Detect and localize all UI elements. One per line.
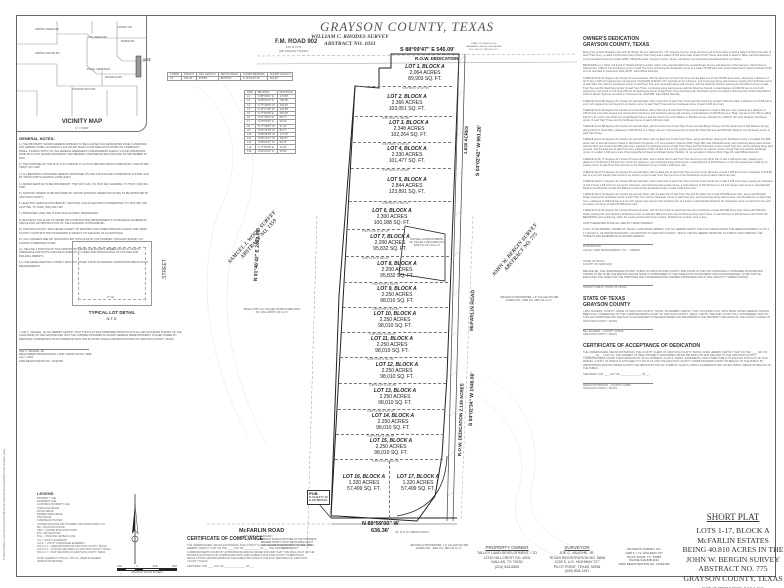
north-boundary-bearing: S 88°09'47" E 545.09' [400,47,455,53]
legend: LEGEND PROPERTY LINE EASEMENT LINE ADJOI… [37,491,111,563]
adjoiner-sm-ranch: SM RANCH PROPERTIES, L.P. CALLED 215.288… [500,296,558,303]
judge-text: I, BILL MAGERS, COUNTY JUDGE OF GRAYSON … [583,309,771,323]
file-path-stamp: P:\2023\Talley Land Development\McFarlin… [2,449,6,560]
surveyor-certification: I, JOE C. VAUGHN, JR. DO HEREBY CERTIFY … [19,331,182,363]
typical-lot-title: TYPICAL LOT DETAIL [88,310,136,315]
pob-box: POB N:7241977.20 E:2478008.81 [307,490,330,505]
vicinity-map-roads-icon [17,21,147,116]
property-owner-block: PROPERTY OWNER TALLEY LAND DEVELOPMENT, … [477,545,537,569]
county-title: GRAYSON COUNTY, TEXAS [319,19,495,34]
scale-bar-icon [117,568,177,571]
fm-road-902-label: F.M. ROAD 902 [275,39,318,45]
adjoiner-sm-ranch-south: SM RANCH PROPERTIES, L.P. CALLED 215.288… [410,544,468,551]
south-boundary-bearing: N 89°59'00" W [362,521,399,527]
notary-text: BEFORE ME, THE UNDERSIGNED NOTARY PUBLIC… [583,269,764,280]
notary-state: STATE OF TEXAS [583,259,605,263]
north-arrow-icon [131,494,139,564]
plat-sheet: SPRING CREEK RD HOG CREEK RD CORLEY RD B… [16,15,784,588]
acceptance-text: THE UNDERSIGNED, DEANA PATTERSON, THE CO… [583,350,772,370]
adjoiner-tomanetz: TOMANETZ, MARIAN TRUSTEE OF THE TOMANETZ… [257,538,317,550]
judge-state: STATE OF TEXAS [583,295,626,302]
acceptance-title: CERTIFICATE OF ACCEPTANCE OF DEDICATION [583,342,701,349]
vicinity-map-scale: 1" = 5000' [75,126,89,130]
compliance-title: CERTIFICATE OF COMPLIANCE [187,536,264,542]
compliance-text: THE UNDERSIGNED, DEANA PATTERSON, THE CO… [187,544,315,564]
south-boundary-distance: 636.36' [371,528,390,534]
owners-dedication: OWNER'S DEDICATION GRAYSON COUNTY, TEXAS… [583,36,773,390]
graphic-scale: 100 0 100 200 GRAPHIC SCALE IN FEET [117,564,177,574]
mcfarlin-road-label: McFARLIN ROAD [239,528,285,534]
vicinity-map: SPRING CREEK RD HOG CREEK RD CORLEY RD B… [17,16,151,132]
plat-boundary-drawing [196,53,578,557]
adjoiner-mole: MOLE 13787 LLC CALLED 78.065 ACRES INST.… [243,308,301,315]
survey-title: WILLIAM C. RHODES SURVEY ABSTRACT NO. 10… [311,34,389,47]
typical-lot-detail: 5' U.E. 5' U.E. [72,241,152,306]
adjoiner-row-easement: STATE OF TEXAS R.O.W. EASEMENT CALLED 0.… [466,43,502,51]
typical-lot-scale: N.T.S. [106,316,118,321]
surveyor-block: SURVEYOR JOE C. VAUGHN, JR. TEXAS REGIST… [549,545,605,574]
short-plat-title: SHORT PLAT [706,512,760,522]
adjoiner-gunter: MICHAEL GUNTER ROBBINS, SR. CALLED 1.198… [409,238,445,247]
short-plat-title-block: SHORT PLAT LOTS 1-17, BLOCK A McFARLIN E… [677,512,784,588]
vicinity-map-title: VICINITY MAP [61,119,103,125]
survey-company-block: VAUGHN'S SURVEY CO. 1228 S. U.S. HIGHWAY… [618,547,670,567]
fm-road-902-sub: 120' R.O.W. (28' ASPHALT ROAD) [279,45,309,53]
north-row-dedication: R.O.W. DEDICATION [415,56,459,61]
